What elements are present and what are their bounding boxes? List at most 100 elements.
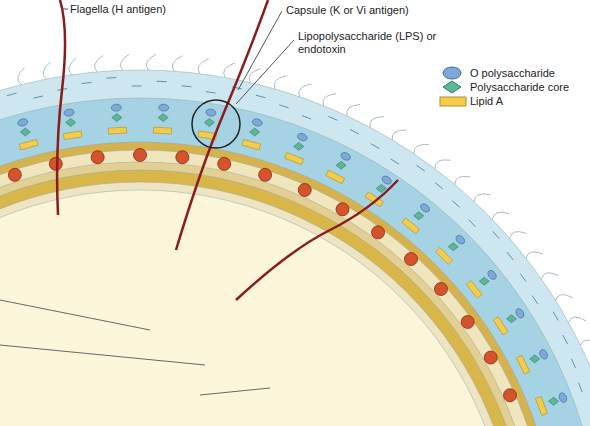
lipid-a xyxy=(242,139,261,149)
o-polysaccharide xyxy=(538,348,549,360)
o-polysaccharide xyxy=(340,151,352,162)
porin-protein xyxy=(404,253,417,266)
lipid-a xyxy=(365,192,383,207)
leader-line xyxy=(0,345,205,365)
legend-ellipse xyxy=(443,67,461,79)
capsule-strand xyxy=(391,159,399,164)
wall-layer xyxy=(0,142,558,426)
polysaccharide-core xyxy=(66,118,76,126)
o-polysaccharide xyxy=(17,118,28,127)
wall-layer xyxy=(0,190,510,426)
flagellum xyxy=(57,0,65,215)
porin-protein xyxy=(434,283,447,296)
wall-layer xyxy=(0,98,590,426)
pilus xyxy=(43,62,50,79)
polysaccharide-core xyxy=(376,184,386,192)
capsule-strand xyxy=(571,359,575,368)
porin-protein xyxy=(91,151,104,164)
lipid-a xyxy=(19,139,38,149)
lipid-a xyxy=(436,247,453,264)
wall-layer xyxy=(0,70,590,426)
legend-text: Polysaccharide core xyxy=(470,81,569,94)
lipid-a xyxy=(516,355,530,374)
polysaccharide-core xyxy=(336,161,346,169)
o-polysaccharide xyxy=(296,132,308,142)
porin-protein xyxy=(372,226,385,239)
pilus xyxy=(455,176,471,184)
porin-protein xyxy=(134,149,147,162)
polysaccharide-core xyxy=(530,355,540,363)
capsule-strand xyxy=(350,129,359,133)
highlight-circle xyxy=(192,100,240,148)
polysaccharide-core xyxy=(294,142,304,150)
capsule-strand xyxy=(532,296,537,304)
polysaccharide-core xyxy=(250,128,260,136)
polysaccharide-core xyxy=(414,212,424,220)
capsule-strand xyxy=(206,92,216,93)
capsule-strand xyxy=(279,105,289,108)
lipid-a xyxy=(466,281,482,299)
lipid-a xyxy=(493,317,508,335)
flagella-label: Flagella (H antigen) xyxy=(68,3,168,16)
capsule-strand xyxy=(157,81,167,82)
pilus xyxy=(120,54,129,70)
o-polysaccharide xyxy=(64,108,75,116)
pilus xyxy=(510,232,527,239)
porin-protein xyxy=(298,184,311,197)
capsule-strand xyxy=(435,183,443,189)
pilus xyxy=(492,212,508,219)
pilus xyxy=(370,117,384,128)
porin-protein xyxy=(336,203,349,216)
porin-protein xyxy=(484,351,497,364)
polysaccharide-core xyxy=(479,277,489,285)
capsule-strand xyxy=(553,312,558,321)
capsule-strand xyxy=(507,252,513,260)
pilus xyxy=(299,84,312,97)
capsule-strand xyxy=(256,95,266,98)
polysaccharide-core xyxy=(112,114,122,122)
porin-protein xyxy=(218,157,231,170)
lipid-a xyxy=(63,131,82,140)
pilus xyxy=(249,69,261,83)
o-polysaccharide xyxy=(454,234,466,246)
pilus xyxy=(18,67,25,84)
polysaccharide-core xyxy=(549,397,559,405)
capsule-strand xyxy=(579,383,583,392)
pilus xyxy=(347,104,361,115)
pilus xyxy=(392,130,406,140)
porin-protein xyxy=(49,157,62,170)
lipid-a xyxy=(285,153,304,165)
pilus xyxy=(541,273,558,279)
o-polysaccharide xyxy=(159,104,169,112)
pilus xyxy=(435,160,450,169)
porin-protein xyxy=(461,315,474,328)
flagellum xyxy=(236,180,398,300)
o-polysaccharide xyxy=(111,104,121,112)
pilus xyxy=(414,144,429,153)
pilus xyxy=(172,56,182,71)
capsule-strand xyxy=(520,274,526,282)
o-polysaccharide xyxy=(419,202,431,214)
o-polysaccharide xyxy=(252,118,263,127)
lipid-a xyxy=(535,396,547,415)
cell-layers xyxy=(0,70,590,426)
o-polysaccharide xyxy=(381,174,393,185)
legend-rect xyxy=(440,97,466,106)
polysaccharide-core xyxy=(448,243,458,251)
o-polysaccharide xyxy=(558,392,568,404)
legend-samples xyxy=(440,67,466,106)
capsule-strand xyxy=(82,82,92,83)
lps-label: Lipopolysaccharide (LPS) or endotoxin xyxy=(296,30,450,56)
polysaccharide-core xyxy=(158,114,168,122)
legend-text: Lipid A xyxy=(470,95,503,108)
o-polysaccharide xyxy=(205,108,216,116)
o-polysaccharide xyxy=(486,269,498,281)
capsule-strand xyxy=(452,201,459,208)
leader-line xyxy=(0,300,150,330)
lipid-a xyxy=(402,218,420,234)
capsule-strand xyxy=(302,116,311,119)
capsule-strand xyxy=(7,93,17,96)
leader-line xyxy=(200,388,270,395)
capsule-strand xyxy=(469,220,476,227)
